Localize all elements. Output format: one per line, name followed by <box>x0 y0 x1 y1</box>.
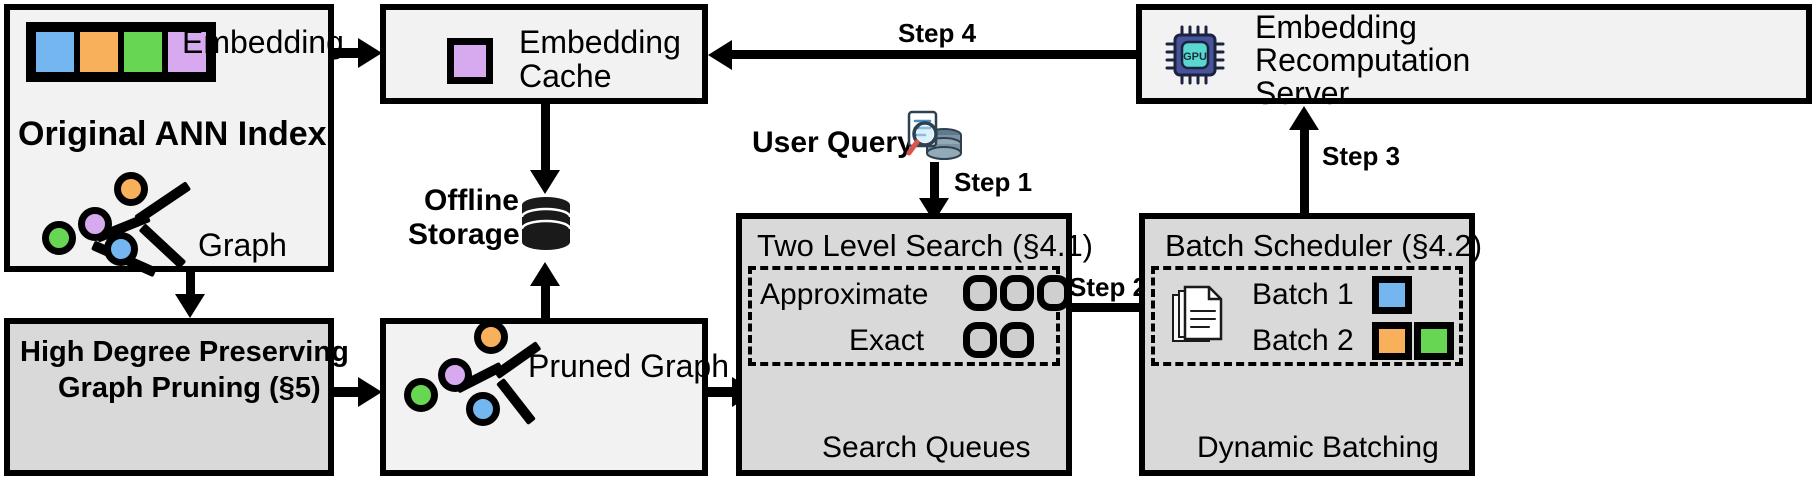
arrow-index-to-cache <box>334 48 362 58</box>
dynamic-batching-footer: Dynamic Batching <box>1197 431 1439 464</box>
dynamic-batching-panel <box>1151 266 1463 366</box>
embedding-cache-title-line2: Cache <box>519 58 612 94</box>
batch-2-label: Batch 2 <box>1252 324 1354 357</box>
step1-label: Step 1 <box>954 167 1033 197</box>
embedding-swatch-purple <box>165 29 209 75</box>
embedding-cache-title-line1: Embedding <box>519 24 681 60</box>
recomputation-server-box <box>1136 4 1812 104</box>
gpu-icon: GPU <box>1165 25 1225 85</box>
exact-slot <box>1000 322 1034 358</box>
search-queues-footer: Search Queues <box>822 431 1031 464</box>
embedding-cache-swatch <box>447 38 493 84</box>
arrow-cache-to-storage-line <box>541 104 550 172</box>
step3-label: Step 3 <box>1322 141 1401 171</box>
graph-node-green <box>42 221 76 255</box>
pruned-graph-node-green <box>404 378 438 412</box>
embedding-swatch-green <box>121 29 165 75</box>
step4-label: Step 4 <box>898 18 977 48</box>
pruned-graph-node-purple <box>438 358 472 392</box>
graph-label: Graph <box>198 227 287 263</box>
recomputation-server-title-line1: Embedding <box>1255 9 1417 45</box>
graph-pruning-title-line1: High Degree Preserving <box>20 336 349 368</box>
approximate-slot <box>1000 275 1034 311</box>
embedding-cache-box <box>380 4 708 104</box>
graph-node-orange <box>114 172 148 206</box>
recomputation-server-title-line2: Recomputation <box>1255 42 1471 78</box>
batch-2-swatch-orange <box>1372 322 1412 360</box>
embedding-swatch-blue <box>33 29 77 75</box>
arrowhead-step4 <box>708 40 732 70</box>
original-ann-index-title: Original ANN Index <box>18 115 327 153</box>
approximate-label: Approximate <box>760 278 929 311</box>
batch-1-swatch-blue <box>1372 276 1412 314</box>
batch-2-swatch-green <box>1414 322 1454 360</box>
graph-node-purple <box>78 207 112 241</box>
arrowhead-index-to-pruning <box>175 294 205 318</box>
two-level-search-title: Two Level Search (§4.1) <box>757 228 1094 263</box>
offline-storage-label-line2: Storage <box>408 218 520 251</box>
embedding-swatch-strip <box>26 22 216 82</box>
step2-label: Step 2 <box>1069 272 1148 302</box>
exact-label: Exact <box>849 324 925 357</box>
batch-1-label: Batch 1 <box>1252 278 1354 311</box>
batch-scheduler-title: Batch Scheduler (§4.2) <box>1165 228 1483 263</box>
arrow-pruned-to-storage-line <box>541 284 550 318</box>
graph-pruning-box <box>4 318 334 476</box>
query-search-database-icon <box>906 110 962 160</box>
search-queues-panel <box>748 266 1060 366</box>
offline-storage-label-line1: Offline <box>424 184 519 217</box>
embedding-label: Embedding <box>182 24 344 60</box>
pruned-graph-node-blue <box>466 392 500 426</box>
documents-stack-icon <box>1172 285 1223 342</box>
pruned-graph-label: Pruned Graph <box>528 348 730 384</box>
arrow-step2-line <box>1072 303 1148 312</box>
exact-slot <box>963 322 997 358</box>
database-cylinder-icon <box>520 197 572 250</box>
arrow-step3-line <box>1300 128 1309 214</box>
svg-text:GPU: GPU <box>1183 51 1207 63</box>
embedding-swatch-orange <box>77 29 121 75</box>
arrow-pruning-to-pruned-line <box>334 387 362 397</box>
arrowhead-index-to-cache <box>358 38 382 68</box>
pruned-graph-node-orange <box>474 320 508 354</box>
arrow-index-to-pruning-line <box>186 272 195 298</box>
user-query-label: User Query <box>752 126 914 159</box>
arrowhead-step3 <box>1289 106 1319 130</box>
arrow-pruned-to-search-line <box>708 387 736 397</box>
arrow-step4-line <box>732 50 1136 59</box>
approximate-slot <box>1037 275 1071 311</box>
arrowhead-pruning-to-pruned <box>358 377 382 407</box>
approximate-slot <box>963 275 997 311</box>
arrowhead-pruned-to-storage <box>530 262 560 286</box>
arrow-step1-line <box>930 162 939 202</box>
graph-node-blue <box>104 232 138 266</box>
graph-pruning-title-line2: Graph Pruning (§5) <box>58 372 321 404</box>
recomputation-server-title-line3: Server <box>1255 75 1350 111</box>
arrowhead-cache-to-storage <box>530 170 560 194</box>
